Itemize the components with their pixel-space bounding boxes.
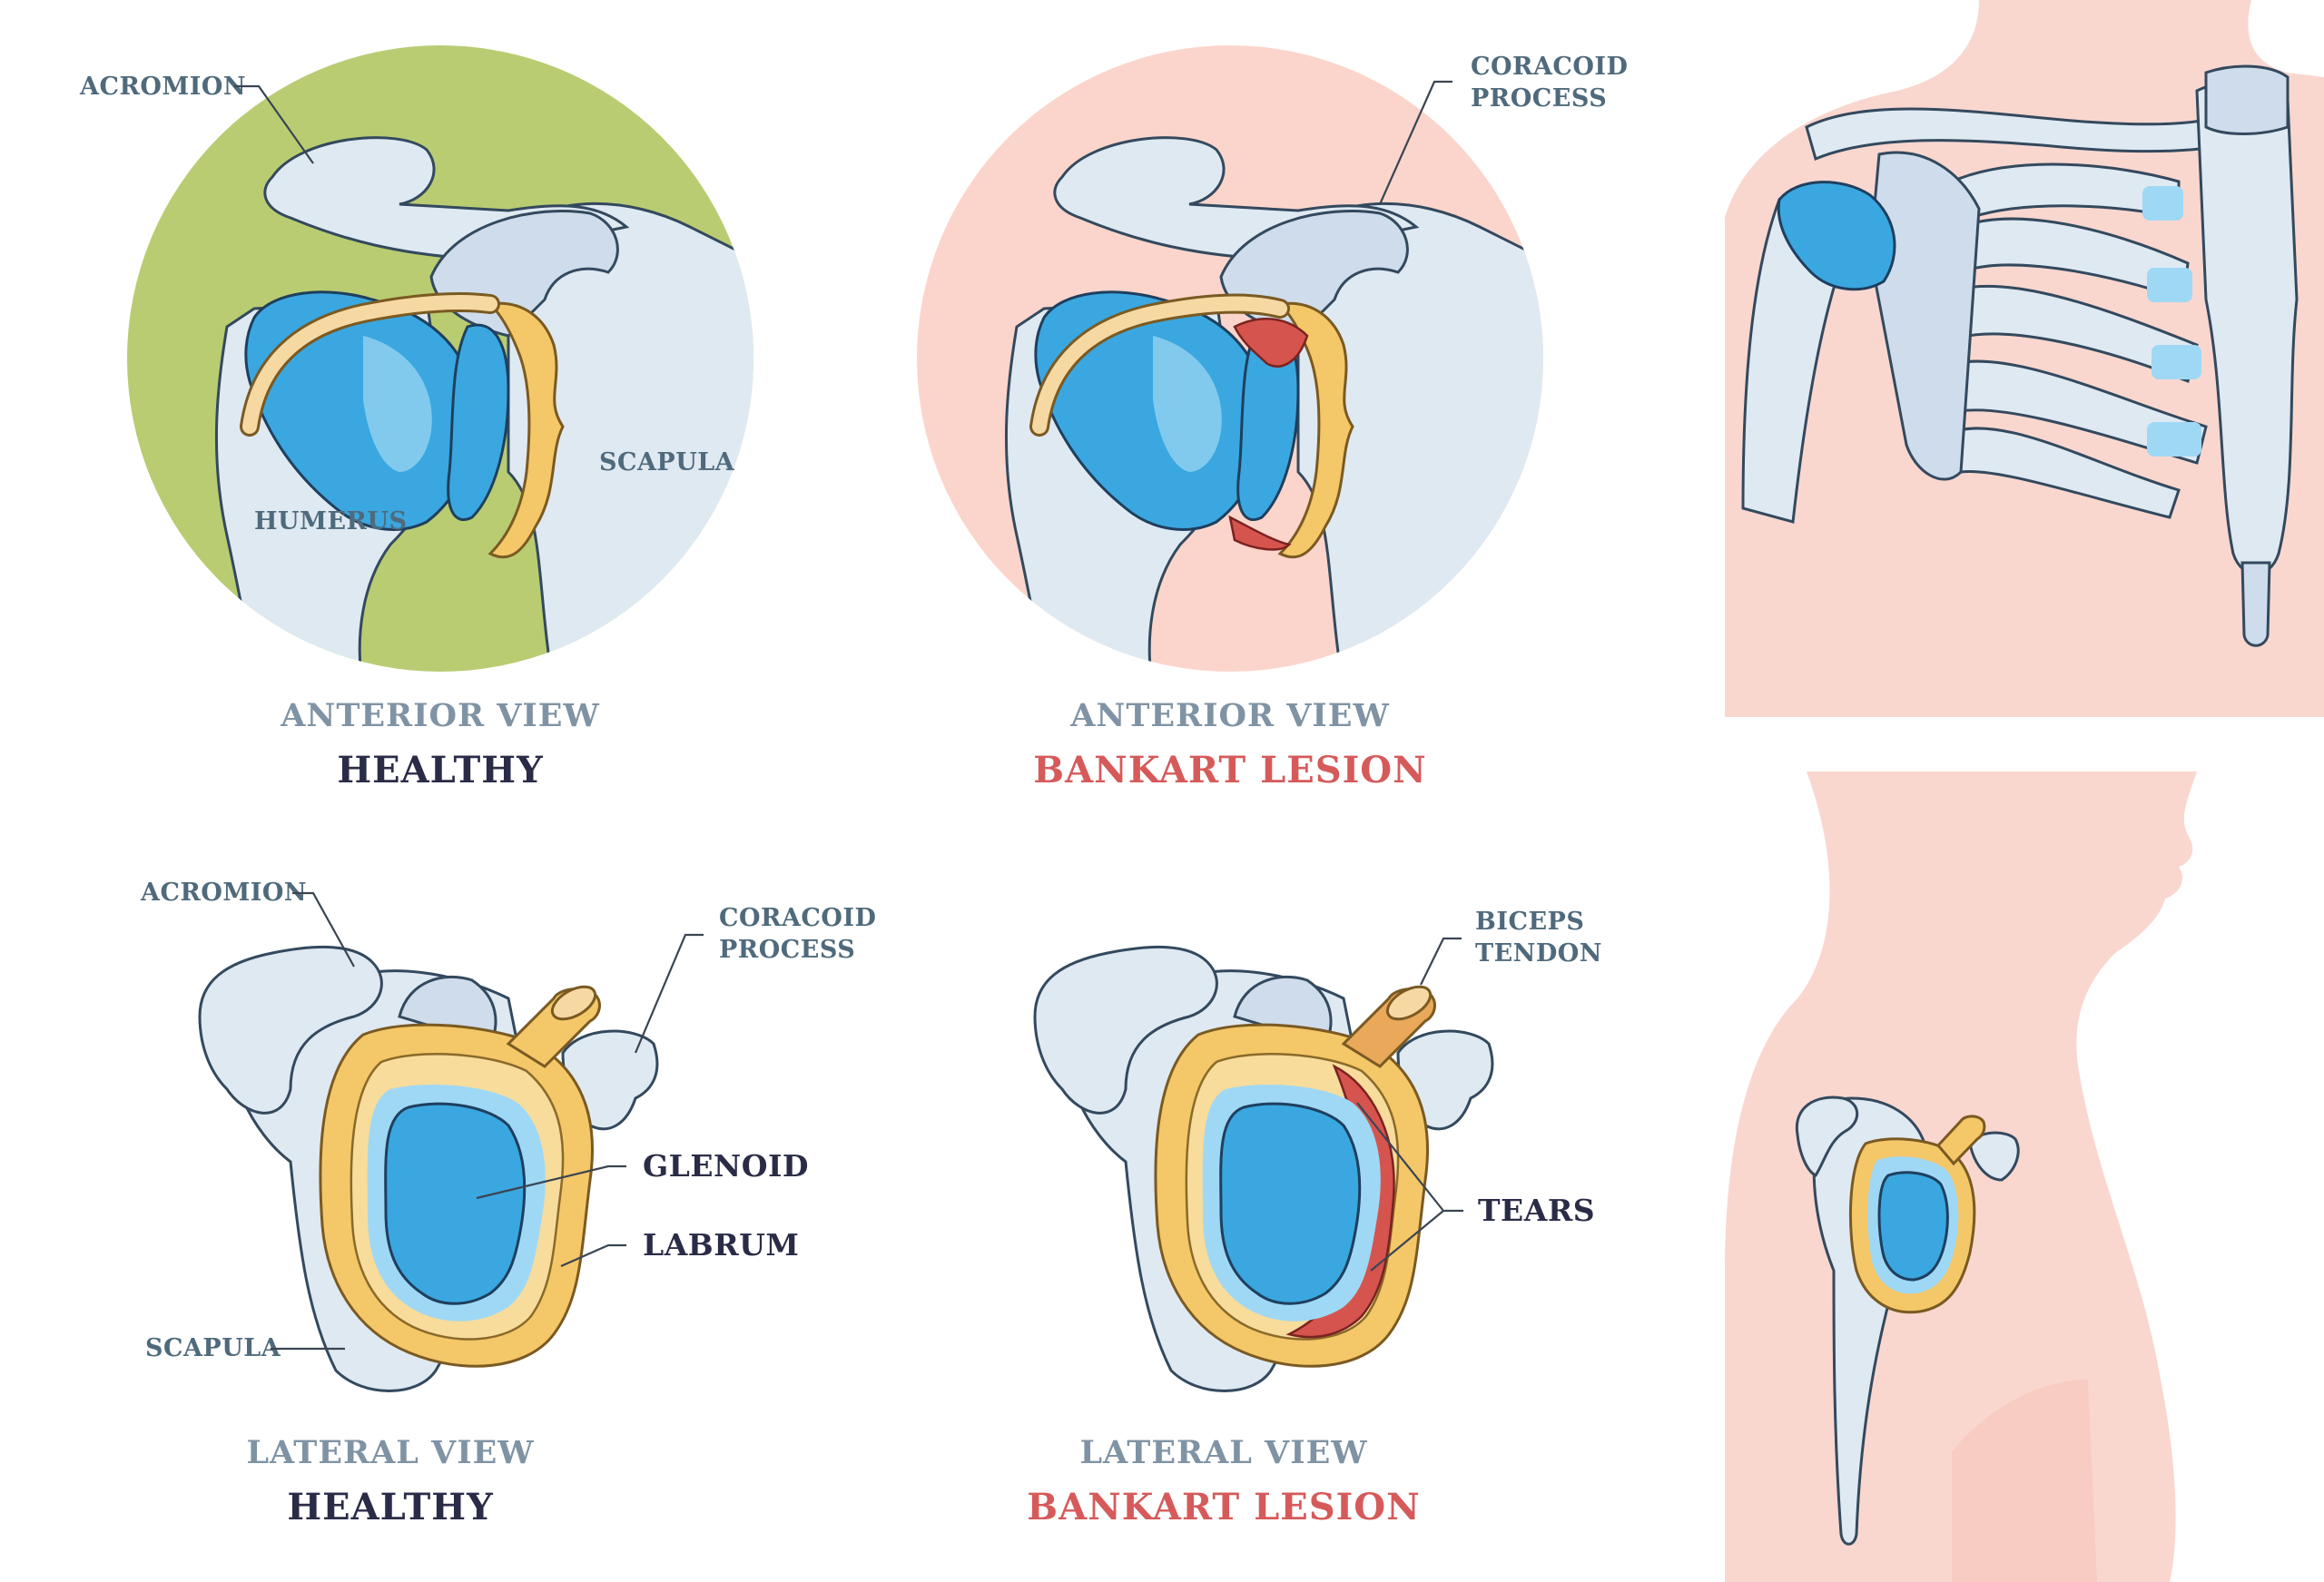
- coracoid-label-line2: PROCESS: [719, 936, 855, 964]
- acromion-bone: [1795, 1096, 1859, 1177]
- ribs: [1932, 162, 2208, 519]
- coracoid-label-line2: PROCESS: [1471, 84, 1607, 113]
- costal-cartilage: [2147, 268, 2192, 302]
- humeral-head-highlight: [1153, 336, 1222, 472]
- biceps-tendon: [242, 295, 497, 434]
- anterior-lesion-panel: CORACOID PROCESS ANTERIOR VIEW BANKART L…: [917, 45, 1628, 791]
- labrum-leader: [560, 1243, 626, 1268]
- scapula-label: SCAPULA: [145, 1334, 281, 1362]
- acromion-leader: [292, 891, 355, 968]
- scapula-bone: [1868, 151, 1981, 481]
- costal-cartilage: [2152, 345, 2201, 379]
- anterior-view-label: ANTERIOR VIEW: [1069, 697, 1390, 734]
- biceps-label-line1: BICEPS: [1475, 908, 1584, 936]
- torso-skeleton-panel: [1725, 0, 2324, 717]
- labrum: [1276, 301, 1354, 559]
- healthy-condition-label: HEALTHY: [337, 749, 543, 791]
- labrum-label: LABRUM: [643, 1227, 799, 1263]
- lateral-lesion-panel: BICEPS TENDON TEARS LATERAL VIEW BANKART…: [1027, 908, 1602, 1528]
- xiphoid-bone: [2240, 561, 2271, 647]
- costal-cartilage: [2142, 186, 2183, 221]
- acromion-label: ACROMION: [79, 73, 246, 101]
- humerus-label: HUMERUS: [254, 507, 408, 536]
- tears-label: TEARS: [1478, 1193, 1595, 1228]
- vertebra-bone: [2204, 64, 2290, 135]
- side-body-panel: [1725, 771, 2197, 1582]
- glenoid-label: GLENOID: [643, 1148, 809, 1184]
- scapula-label: SCAPULA: [599, 448, 735, 477]
- labrum-tear-lower: [1228, 515, 1292, 551]
- lateral-view-label: LATERAL VIEW: [246, 1434, 534, 1471]
- glenoid: [1877, 1171, 1949, 1282]
- coracoid-leader: [634, 933, 704, 1054]
- healthy-condition-label: HEALTHY: [287, 1486, 493, 1528]
- acromion-label: ACROMION: [140, 879, 307, 907]
- rib: [1941, 217, 2190, 302]
- tears-leader-lower: [1370, 1210, 1444, 1272]
- biceps-label-line2: TENDON: [1475, 939, 1602, 968]
- humeral-head-cartilage: [1777, 181, 1896, 291]
- glenoid-leader: [476, 1164, 626, 1200]
- biceps-tendon-end: [550, 985, 597, 1021]
- biceps-tendon-end: [1385, 985, 1433, 1021]
- anterior-view-label: ANTERIOR VIEW: [280, 697, 600, 734]
- acromion-bone: [198, 946, 383, 1115]
- labrum: [487, 301, 565, 559]
- glenoid-cartilage: [447, 323, 510, 521]
- lateral-view-label: LATERAL VIEW: [1079, 1434, 1367, 1471]
- glenoid: [384, 1102, 527, 1305]
- glenoid: [1219, 1102, 1362, 1305]
- biceps-tendon: [1032, 296, 1287, 434]
- coracoid-label-line1: CORACOID: [1471, 53, 1628, 81]
- coracoid-label-line1: CORACOID: [719, 904, 876, 932]
- lesion-condition-label: BANKART LESION: [1027, 1486, 1420, 1528]
- coracoid-bone: [1968, 1131, 2020, 1182]
- lesion-condition-label: BANKART LESION: [1033, 749, 1426, 791]
- arm-shadow: [1952, 1380, 2097, 1582]
- glenoid-cartilage: [1236, 323, 1300, 521]
- acromion-leader: [234, 84, 314, 164]
- labrum-tear-upper: [1233, 318, 1309, 368]
- humeral-head-highlight: [363, 336, 432, 472]
- anterior-healthy-panel: ACROMION HUMERUS SCAPULA ANTERIOR VIEW H…: [79, 45, 753, 791]
- coracoid-leader: [1378, 80, 1452, 205]
- costal-cartilage: [2147, 422, 2201, 457]
- rib: [1940, 427, 2181, 519]
- rib: [1932, 359, 2208, 465]
- biceps-leader: [1420, 937, 1462, 986]
- costal-cartilages: [2142, 186, 2201, 457]
- lateral-healthy-panel: ACROMION CORACOID PROCESS GLENOID LABRUM…: [140, 879, 876, 1528]
- lesion-shoulder-anatomy: [1004, 136, 1543, 672]
- acromion-bone: [1033, 946, 1218, 1115]
- biceps-tendon: [1935, 1115, 1986, 1166]
